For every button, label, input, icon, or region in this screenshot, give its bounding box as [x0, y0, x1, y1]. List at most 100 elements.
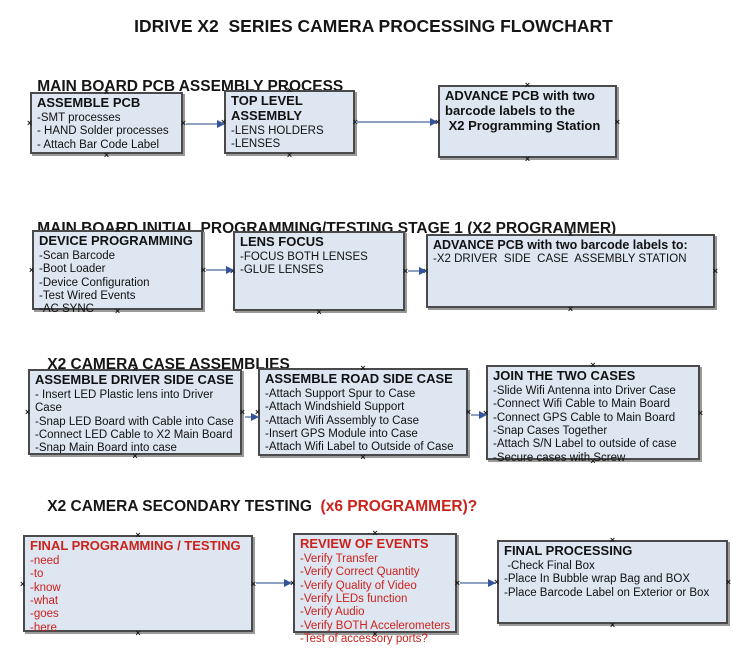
connection-handle-icon: ×: [20, 578, 26, 589]
connection-handle-icon: ×: [103, 150, 110, 160]
process-step: -Boot Loader: [39, 263, 106, 276]
flow-box-title: ADVANCE PCB with two barcode labels to:: [433, 238, 688, 252]
flow-box-steps: -Check Final Box-Place In Bubble wrap Ba…: [504, 560, 722, 600]
arrowhead-icon: [479, 411, 487, 419]
flow-box-steps: -Slide Wifi Antenna into Driver Case-Con…: [493, 385, 694, 465]
flow-box-assemble-road-side-case: ASSEMBLE ROAD SIDE CASE -Attach Support …: [255, 364, 471, 462]
flow-box-steps: -SMT processes- HAND Solder processes- A…: [37, 112, 177, 152]
connection-handle-icon: ×: [239, 407, 245, 417]
arrowhead-icon: [251, 413, 259, 421]
flow-box-title: TOP LEVEL ASSEMBLY: [231, 93, 306, 123]
process-step: -to: [30, 568, 44, 581]
process-step: -Attach Wifi Label to Outside of Case: [265, 441, 454, 454]
process-step: -Test Wired Events: [39, 289, 136, 302]
flow-box-title: LENS FOCUS: [240, 234, 324, 249]
flow-arrow: [245, 413, 259, 421]
flow-box-title: ASSEMBLE DRIVER SIDE CASE: [35, 372, 234, 387]
connection-handle-icon: ×: [316, 307, 322, 317]
process-step: -AC SYNC: [39, 303, 94, 316]
process-step: -Test of accessory ports?: [300, 632, 428, 645]
connection-handle-icon: ×: [286, 150, 293, 160]
process-step: -Attach Windshield Support: [265, 401, 405, 414]
process-step: -know: [30, 581, 61, 594]
process-step: -Scan Barcode: [39, 249, 116, 262]
process-step: - Insert LED Plastic lens into Driver Ca…: [35, 388, 217, 415]
flow-box-final-processing: FINAL PROCESSING -Check Final Box-Place …: [494, 536, 731, 630]
process-step: -Verify Quality of Video: [300, 579, 417, 592]
process-step: -Snap Main Board into case: [35, 442, 177, 455]
flow-arrow: [356, 118, 438, 126]
process-step: -LENS HOLDERS: [231, 124, 324, 137]
process-step: -Snap LED Board with Cable into Case: [35, 415, 234, 428]
connection-handle-icon: ×: [29, 265, 35, 275]
connection-handle-icon: ×: [697, 407, 703, 418]
flow-box-steps: -need-to-know-what-goes-here: [30, 555, 247, 635]
flow-box-steps: -FOCUS BOTH LENSES-GLUE LENSES: [240, 251, 399, 278]
arrowhead-icon: [430, 118, 438, 126]
flow-box-advance-pcb-programming-station: ADVANCE PCB with two barcode labels to t…: [435, 81, 620, 164]
section-heading-text: X2 CAMERA CASE ASSEMBLIES: [47, 356, 290, 373]
page-title: IDRIVE X2 SERIES CAMERA PROCESSING FLOWC…: [134, 16, 613, 36]
flow-arrow: [256, 579, 292, 587]
connection-handle-icon: ×: [725, 577, 731, 587]
process-step: -Verify Transfer: [300, 552, 378, 565]
process-step: -Device Configuration: [39, 276, 150, 289]
flow-arrow: [206, 266, 234, 274]
flow-arrow: [471, 411, 487, 419]
process-step: -Attach Wifi Assembly to Case: [265, 414, 420, 427]
process-step: -LENSES: [231, 138, 281, 151]
arrowhead-icon: [284, 579, 292, 587]
flow-box-review-of-events: REVIEW OF EVENTS -Verify Transfer-Verify…: [290, 529, 460, 645]
connection-handle-icon: ×: [609, 620, 616, 630]
flow-box-advance-pcb-driver-side: ADVANCE PCB with two barcode labels to: …: [423, 230, 718, 314]
process-step: -Snap Cases Together: [493, 424, 608, 437]
flow-box-steps: -Attach Support Spur to Case-Attach Wind…: [265, 388, 462, 455]
process-step: -Slide Wifi Antenna into Driver Case: [493, 384, 676, 397]
flow-box-title: REVIEW OF EVENTS: [300, 536, 429, 551]
process-step: -SMT processes: [37, 111, 121, 124]
flow-box-steps: -X2 DRIVER SIDE CASE ASSEMBLY STATION: [433, 253, 709, 266]
process-step: -FOCUS BOTH LENSES: [240, 250, 368, 263]
process-step: - Attach Bar Code Label: [37, 138, 160, 151]
process-step: -here: [30, 621, 57, 634]
process-step: -Verify LEDs function: [300, 592, 408, 605]
flow-arrow: [408, 267, 427, 275]
process-step: - HAND Solder processes: [37, 125, 169, 138]
process-step: -Place Barcode Label on Exterior or Box: [504, 586, 710, 599]
flow-box-title: FINAL PROCESSING: [504, 543, 633, 558]
section-heading-suffix: (x6 PROGRAMMER)?: [311, 498, 478, 515]
connection-handle-icon: ×: [25, 407, 31, 417]
process-step: -Place In Bubble wrap Bag and BOX: [504, 573, 691, 586]
section-heading-case-assemblies: X2 CAMERA CASE ASSEMBLIES: [30, 338, 290, 392]
flow-box-steps: -Scan Barcode-Boot Loader-Device Configu…: [39, 250, 197, 317]
section-heading-secondary-testing: X2 CAMERA SECONDARY TESTING (x6 PROGRAMM…: [30, 480, 477, 534]
arrowhead-icon: [217, 120, 225, 128]
process-step: -Insert GPS Module into Case: [265, 427, 418, 440]
flow-box-steps: - Insert LED Plastic lens into Driver Ca…: [35, 389, 236, 456]
connection-handle-icon: ×: [567, 304, 574, 314]
flow-box-title: FINAL PROGRAMMING / TESTING: [30, 538, 241, 553]
flow-box-assemble-pcb: ASSEMBLE PCB -SMT processes- HAND Solder…: [27, 88, 186, 160]
flow-box-title: ADVANCE PCB with two barcode labels to t…: [445, 88, 601, 133]
flow-box-title: JOIN THE TWO CASES: [493, 368, 636, 383]
process-step: -Verify BOTH Accelerometers: [300, 619, 451, 632]
flow-box-final-programming-testing: FINAL PROGRAMMING / TESTING -need-to-kno…: [20, 531, 256, 638]
process-step: -Secure cases with Screw: [493, 451, 626, 464]
section-heading-text: X2 CAMERA SECONDARY TESTING: [47, 498, 312, 515]
flow-arrow: [186, 120, 225, 128]
connection-handle-icon: ×: [524, 154, 531, 164]
process-step: -Verify Correct Quantity: [300, 566, 420, 579]
flow-box-device-programming: DEVICE PROGRAMMING -Scan Barcode-Boot Lo…: [29, 226, 206, 316]
flow-box-title: ASSEMBLE ROAD SIDE CASE: [265, 371, 453, 386]
connection-handle-icon: ×: [27, 118, 33, 128]
flow-box-title: ASSEMBLE PCB: [37, 95, 141, 110]
arrowhead-icon: [419, 267, 427, 275]
process-step: -Check Final Box: [504, 559, 595, 572]
flow-box-title: DEVICE PROGRAMMING: [39, 233, 193, 248]
connection-handle-icon: ×: [614, 116, 620, 127]
process-step: -Verify Audio: [300, 606, 365, 619]
process-step: -Connect LED Cable to X2 Main Board: [35, 428, 233, 441]
flow-box-top-level-assembly: TOP LEVEL ASSEMBLY -LENS HOLDERS-LENSES …: [221, 86, 358, 160]
process-step: -Connect Wifi Cable to Main Board: [493, 398, 671, 411]
process-step: -what: [30, 594, 59, 607]
